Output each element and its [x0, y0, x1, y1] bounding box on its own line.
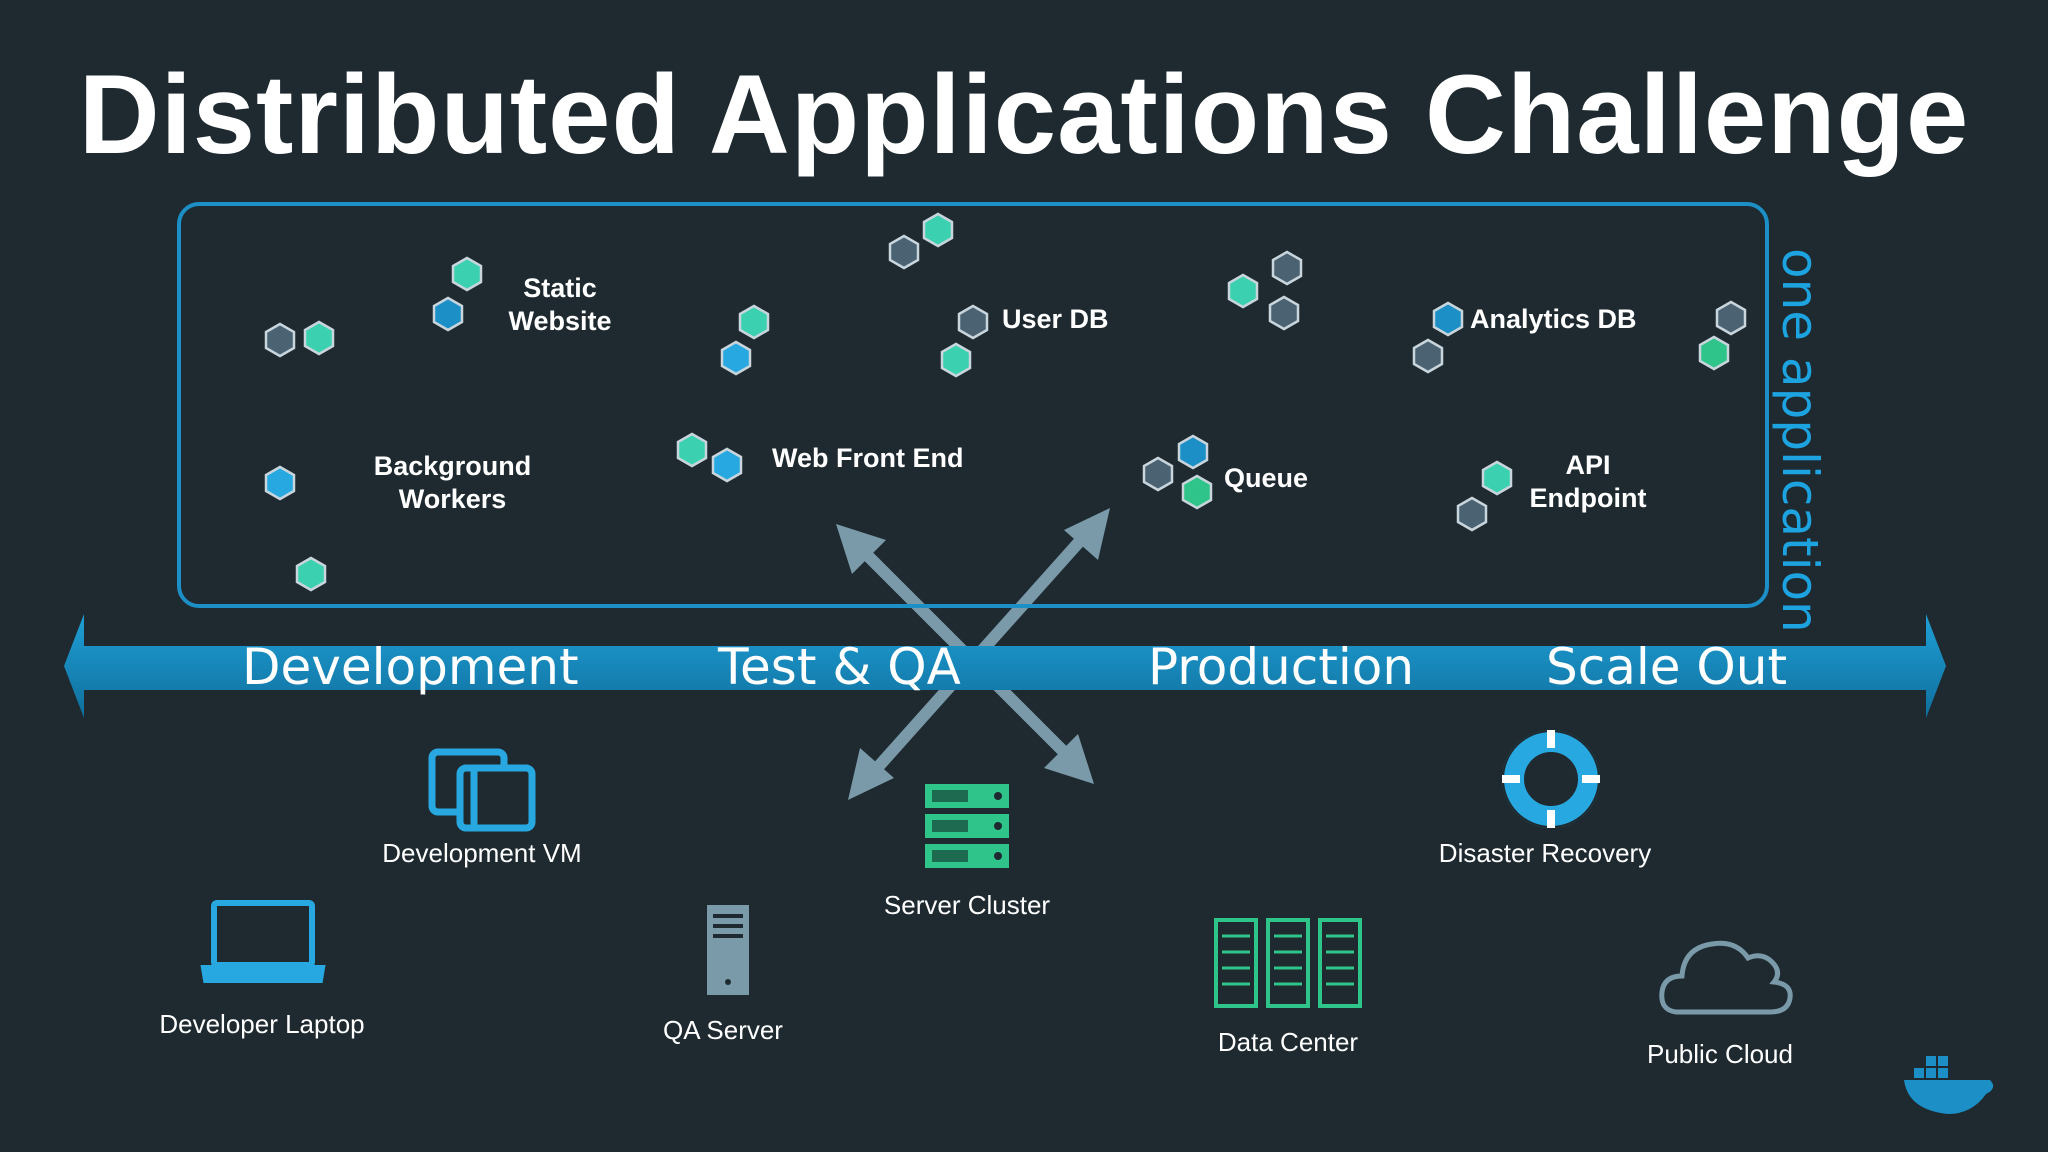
component-background-workers: Background Workers: [360, 450, 545, 516]
stage-production: Production: [1148, 638, 1415, 696]
component-api-endpoint: API Endpoint: [1520, 449, 1656, 515]
component-label: API: [1565, 450, 1611, 480]
label-server-cluster: Server Cluster: [883, 890, 1051, 920]
cloud-icon: [1659, 940, 1793, 1015]
label-disaster-recovery: Disaster Recovery: [1438, 838, 1652, 868]
label-qa-server: QA Server: [663, 1015, 783, 1045]
application-boundary: [177, 202, 1769, 608]
component-queue: Queue: [1224, 463, 1309, 493]
label-development-vm: Development VM: [382, 838, 582, 868]
component-analytics-db: Analytics DB: [1470, 304, 1637, 334]
timeline-band: [64, 614, 1946, 718]
component-label: Background: [373, 451, 532, 481]
component-static-website: Static Website: [490, 272, 630, 338]
label-developer-laptop: Developer Laptop: [159, 1009, 365, 1039]
component-label: Endpoint: [1529, 483, 1647, 513]
component-label: Website: [508, 306, 612, 336]
application-caption: one application: [1771, 248, 1829, 633]
label-data-center: Data Center: [1217, 1027, 1359, 1057]
windows-stack-icon: [428, 748, 536, 832]
component-web-front-end: Web Front End: [772, 443, 964, 473]
laptop-icon: [200, 900, 326, 983]
component-user-db: User DB: [1002, 304, 1109, 334]
stage-development: Development: [242, 638, 579, 696]
component-label: Static: [523, 273, 597, 303]
stage-scale-out: Scale Out: [1546, 638, 1788, 696]
lifebuoy-icon: [1502, 730, 1600, 828]
page-title: Distributed Applications Challenge: [78, 52, 1970, 177]
data-center-icon: [1214, 918, 1362, 1008]
stage-test-qa: Test & QA: [718, 638, 961, 696]
component-label: Workers: [398, 484, 507, 514]
docker-whale-icon: [1904, 1056, 1994, 1114]
label-public-cloud: Public Cloud: [1647, 1039, 1793, 1069]
server-rack-icon: [925, 784, 1009, 868]
server-tower-icon: [707, 905, 749, 995]
